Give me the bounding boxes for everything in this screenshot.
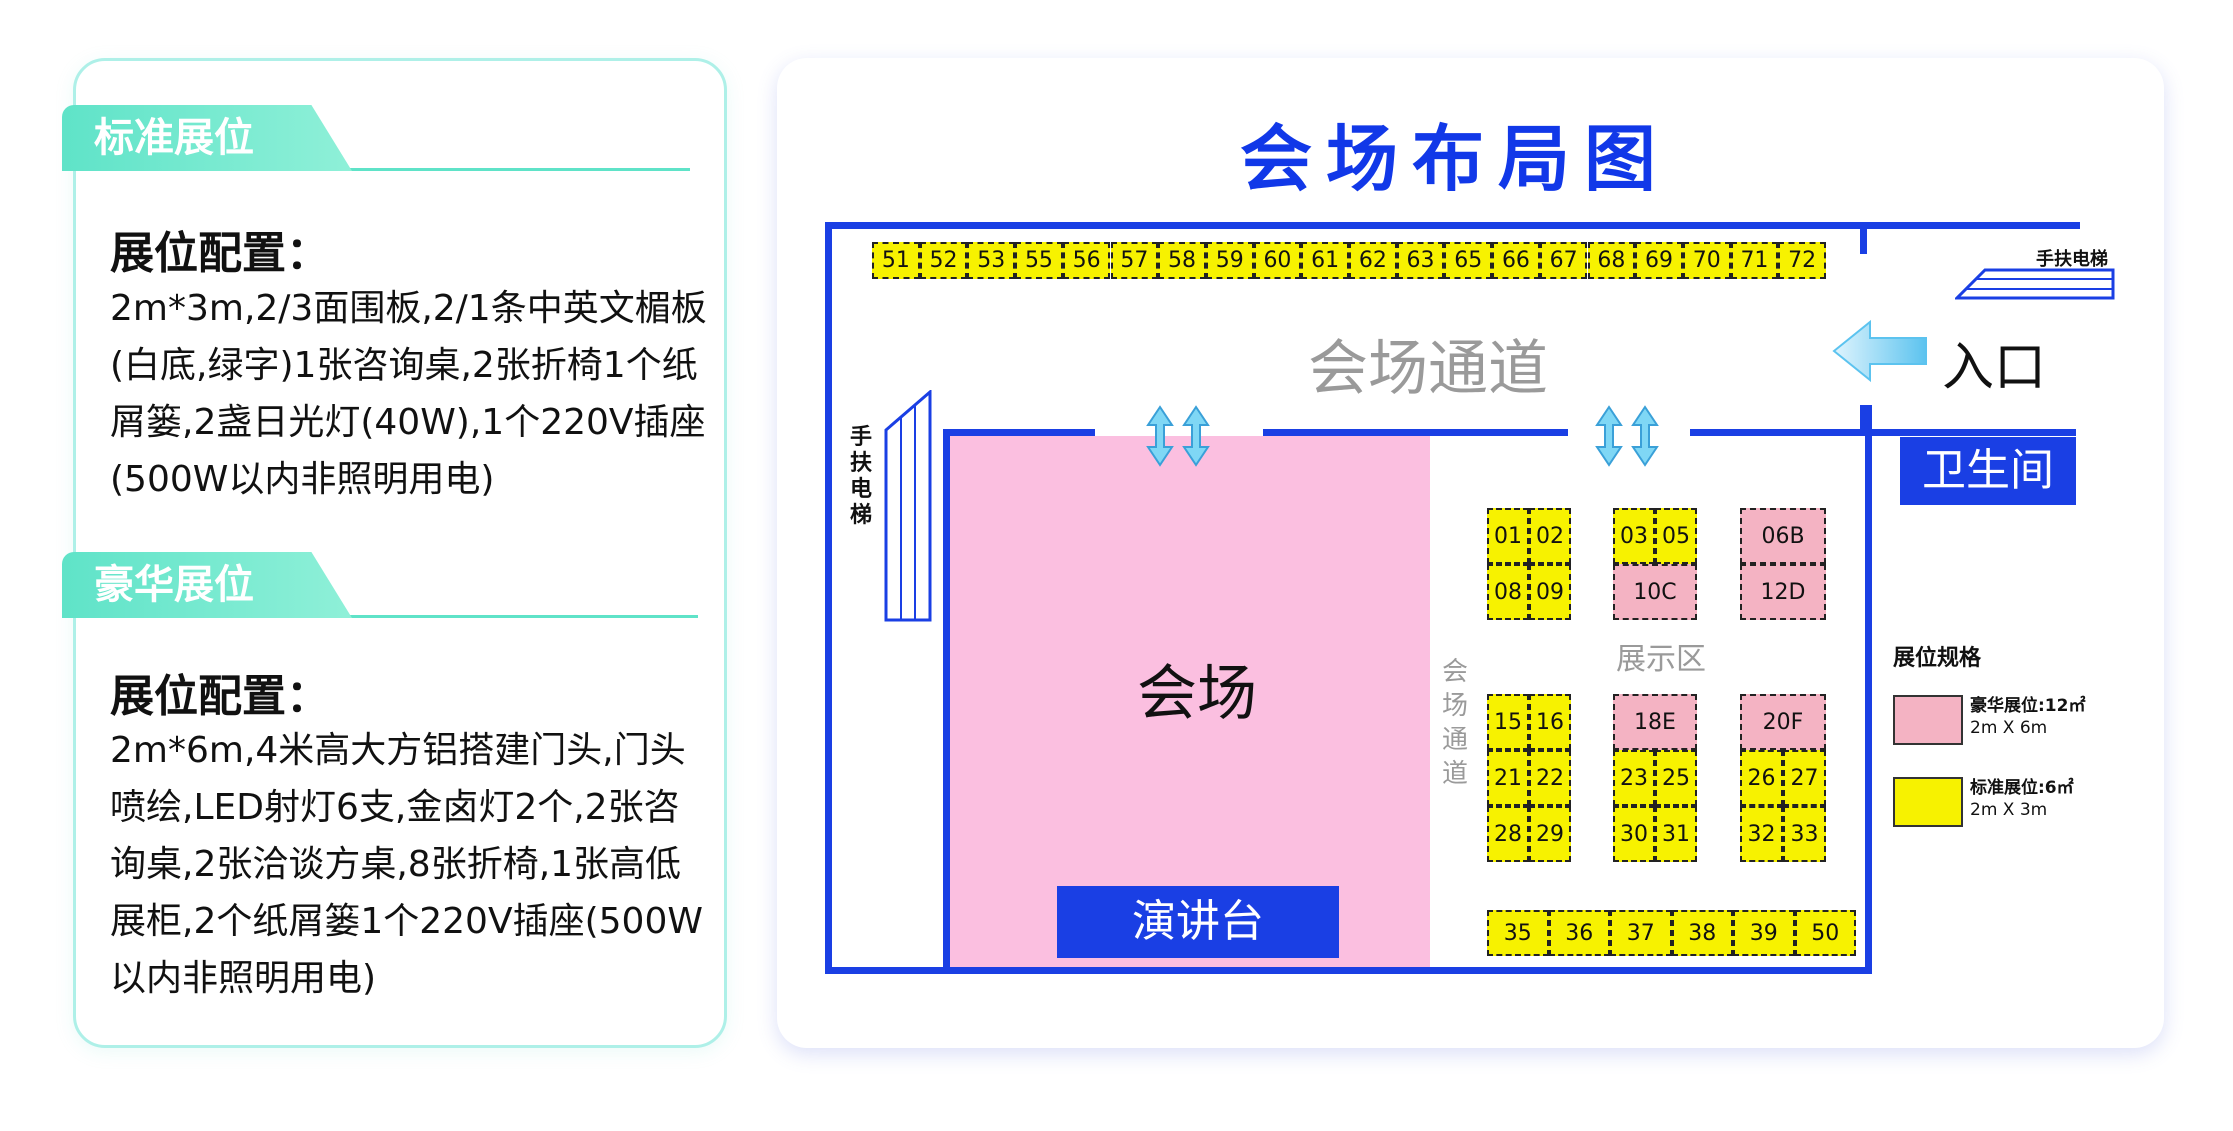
exhibit-area-label: 展示区 xyxy=(1616,642,1706,677)
booth[interactable]: 32 xyxy=(1740,806,1783,862)
deluxe-booth-header: 豪华展位 xyxy=(62,552,698,618)
deluxe-booth[interactable]: 06B xyxy=(1740,508,1826,564)
booth[interactable]: 15 xyxy=(1487,694,1529,750)
deluxe-booth-tag: 豪华展位 xyxy=(62,552,352,618)
legend-deluxe-name: 豪华展位:12㎡ xyxy=(1970,696,2086,716)
booth[interactable]: 02 xyxy=(1529,508,1571,564)
double-arrow-icon xyxy=(1595,405,1659,467)
booth[interactable]: 58 xyxy=(1158,242,1206,279)
wall-top xyxy=(825,222,2080,229)
booth[interactable]: 09 xyxy=(1529,564,1571,620)
booth[interactable]: 01 xyxy=(1487,508,1529,564)
booth[interactable]: 68 xyxy=(1587,242,1636,279)
booth[interactable]: 61 xyxy=(1301,242,1349,279)
booth[interactable]: 27 xyxy=(1783,750,1826,806)
legend-deluxe-text: 豪华展位:12㎡ 2m X 6m xyxy=(1970,695,2085,739)
venue-area xyxy=(950,436,1430,967)
booth[interactable]: 30 xyxy=(1613,806,1655,862)
wall-top-stub xyxy=(1860,222,1867,254)
double-arrow-icon xyxy=(1146,405,1210,467)
deluxe-booth[interactable]: 12D xyxy=(1740,564,1826,620)
deluxe-booth[interactable]: 20F xyxy=(1740,694,1826,750)
booth[interactable]: 52 xyxy=(919,242,968,279)
inner-wall-left xyxy=(943,429,950,974)
booth[interactable]: 55 xyxy=(1015,242,1063,279)
booth[interactable]: 21 xyxy=(1487,750,1529,806)
legend-standard-text: 标准展位:6㎡ 2m X 3m xyxy=(1970,777,2074,821)
deluxe-config-title: 展位配置： xyxy=(110,671,330,722)
booth[interactable]: 38 xyxy=(1671,910,1733,956)
inner-wall-right xyxy=(1866,429,2076,436)
inner-wall-3 xyxy=(1690,429,1870,436)
booth[interactable]: 23 xyxy=(1613,750,1655,806)
restroom: 卫生间 xyxy=(1900,437,2076,505)
legend-standard-name: 标准展位:6㎡ xyxy=(1970,778,2074,798)
booth[interactable]: 71 xyxy=(1730,242,1779,279)
venue-label: 会场 xyxy=(1137,659,1257,729)
wall-left xyxy=(825,222,832,974)
inner-wall-2 xyxy=(1263,429,1568,436)
booth[interactable]: 28 xyxy=(1487,806,1529,862)
booth[interactable]: 62 xyxy=(1349,242,1397,279)
booth[interactable]: 65 xyxy=(1444,242,1493,279)
wall-right xyxy=(1865,405,1872,974)
entrance-label: 入口 xyxy=(1942,338,2047,398)
booth[interactable]: 31 xyxy=(1655,806,1697,862)
booth[interactable]: 60 xyxy=(1253,242,1302,279)
booth[interactable]: 59 xyxy=(1205,242,1254,279)
booth[interactable]: 53 xyxy=(967,242,1016,279)
booth[interactable]: 22 xyxy=(1529,750,1571,806)
booth[interactable]: 33 xyxy=(1783,806,1826,862)
booth[interactable]: 08 xyxy=(1487,564,1529,620)
deluxe-booth[interactable]: 10C xyxy=(1613,564,1697,620)
booth[interactable]: 25 xyxy=(1655,750,1697,806)
booth[interactable]: 70 xyxy=(1682,242,1731,279)
booth[interactable]: 50 xyxy=(1794,910,1856,956)
deluxe-booth[interactable]: 18E xyxy=(1613,694,1697,750)
entrance-arrow-icon xyxy=(1832,319,1927,383)
booth[interactable]: 29 xyxy=(1529,806,1571,862)
legend-deluxe-swatch xyxy=(1893,695,1963,745)
standard-booth-header: 标准展位 xyxy=(62,105,692,171)
booth[interactable]: 37 xyxy=(1610,910,1672,956)
tag-underline xyxy=(62,168,690,171)
legend-deluxe-size: 2m X 6m xyxy=(1970,718,2048,738)
tag-underline xyxy=(62,615,698,618)
booth[interactable]: 35 xyxy=(1487,910,1549,956)
booth[interactable]: 36 xyxy=(1548,910,1610,956)
standard-booth-tag: 标准展位 xyxy=(62,105,352,171)
map-title: 会场布局图 xyxy=(1240,117,1671,201)
inner-wall-1 xyxy=(943,429,1095,436)
booth[interactable]: 05 xyxy=(1655,508,1697,564)
escalator-top-label: 手扶电梯 xyxy=(2036,249,2108,270)
booth[interactable]: 16 xyxy=(1529,694,1571,750)
booth[interactable]: 51 xyxy=(872,242,920,279)
wall-right-stub xyxy=(1860,405,1867,435)
escalator-icon xyxy=(1955,268,2115,300)
escalator-icon xyxy=(884,390,932,622)
stage: 演讲台 xyxy=(1057,886,1339,958)
booth[interactable]: 39 xyxy=(1733,910,1795,956)
booth[interactable]: 26 xyxy=(1740,750,1783,806)
booth[interactable]: 57 xyxy=(1110,242,1159,279)
standard-config-text: 2m*3m,2/3面围板,2/1条中英文楣板(白底,绿字)1张咨询桌,2张折椅1… xyxy=(110,288,707,500)
legend-standard-size: 2m X 3m xyxy=(1970,800,2048,820)
booth[interactable]: 56 xyxy=(1062,242,1111,279)
booth[interactable]: 63 xyxy=(1396,242,1445,279)
escalator-left-label: 手扶电梯 xyxy=(850,425,873,528)
deluxe-config-text: 2m*6m,4米高大方铝搭建门头,门头喷绘,LED射灯6支,金卤灯2个,2张咨询… xyxy=(110,730,703,999)
wall-bottom xyxy=(825,967,1872,974)
booth[interactable]: 72 xyxy=(1778,242,1826,279)
booth[interactable]: 66 xyxy=(1492,242,1540,279)
booth[interactable]: 67 xyxy=(1539,242,1588,279)
corridor-label: 会场通道 xyxy=(1308,334,1548,404)
legend-title: 展位规格 xyxy=(1893,646,1982,671)
standard-config-title: 展位配置： xyxy=(110,228,330,279)
legend-standard-swatch xyxy=(1893,777,1963,827)
inner-corridor-label: 会场通道 xyxy=(1441,657,1468,789)
booth[interactable]: 69 xyxy=(1635,242,1683,279)
booth[interactable]: 03 xyxy=(1613,508,1655,564)
